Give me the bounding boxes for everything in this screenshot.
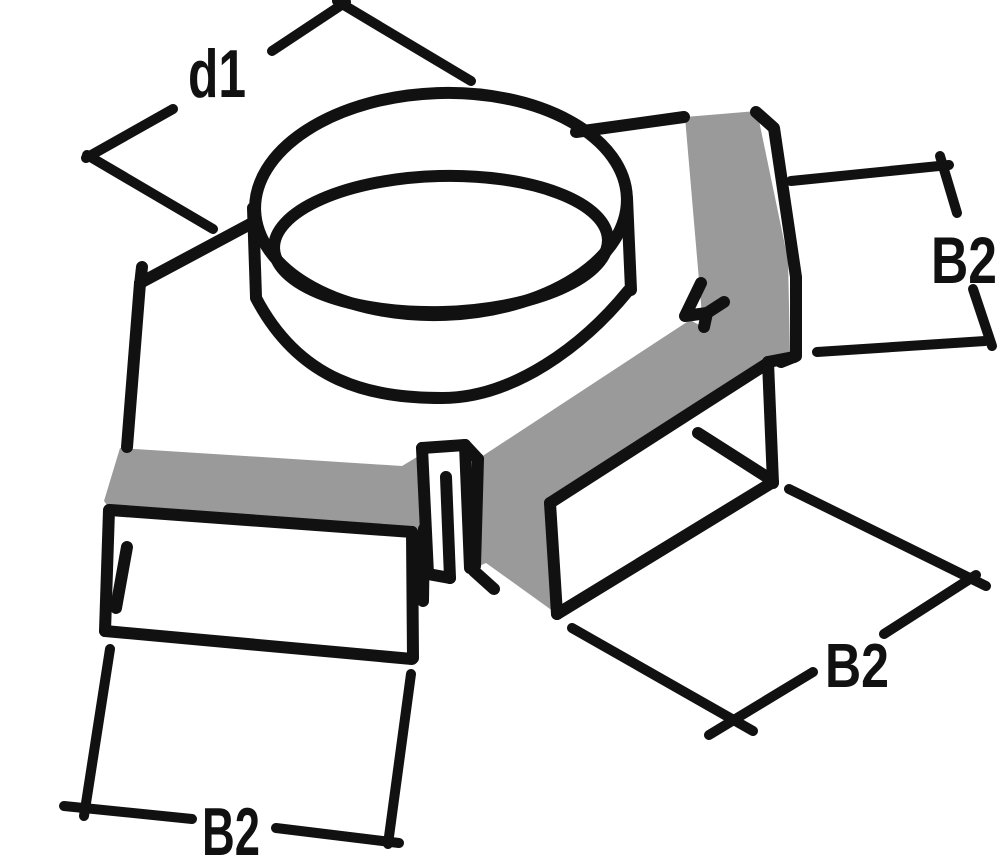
left-branch-inner-wall-edge bbox=[110, 541, 133, 614]
right-branch-shade bbox=[475, 111, 790, 614]
shaded-faces bbox=[104, 111, 790, 614]
left-branch bbox=[99, 504, 430, 665]
d1-dimension-line-a bbox=[81, 104, 178, 163]
pleat-top-edge bbox=[416, 439, 471, 454]
right-branch bbox=[544, 356, 779, 620]
b2bl-extension-line-left bbox=[79, 644, 115, 821]
right-branch-bottom-edge bbox=[551, 476, 779, 620]
pleat-bottom-edge bbox=[422, 568, 456, 584]
b2br-dimension-line-b bbox=[704, 667, 818, 740]
dimension-b2-bottom-left: B2 bbox=[59, 644, 416, 856]
b2tr-dimension-line-a bbox=[935, 151, 962, 218]
d1-label: d1 bbox=[188, 36, 246, 112]
b2tr-extension-line-upper bbox=[786, 160, 954, 186]
b2tr-dimension-line-b bbox=[968, 284, 997, 351]
center-pleat-connector bbox=[416, 439, 500, 595]
d1-dimension-line-b bbox=[267, 0, 351, 56]
b2bl-dimension-line-b bbox=[271, 823, 404, 848]
right-branch-inner-wall-edge bbox=[692, 427, 776, 485]
pleat-mid-fold bbox=[440, 471, 456, 584]
spigot-right-edge bbox=[621, 192, 637, 296]
b2-top-right-label: B2 bbox=[931, 223, 997, 297]
left-branch-top-band-shade bbox=[104, 448, 425, 610]
left-branch-right-edge bbox=[406, 526, 419, 664]
b2br-extension-line-lower bbox=[567, 623, 758, 736]
dimension-b2-top-right: B2 bbox=[786, 151, 997, 357]
left-branch-left-edge bbox=[99, 504, 115, 637]
b2bl-extension-line-right bbox=[383, 669, 416, 849]
b2tr-extension-line-lower bbox=[812, 336, 990, 357]
top-right-branch bbox=[679, 106, 802, 368]
top-right-branch-outline bbox=[750, 106, 802, 368]
plate-left-edge bbox=[121, 277, 146, 453]
right-branch-right-edge bbox=[762, 356, 779, 489]
pleat-flap-right bbox=[469, 453, 484, 572]
dimension-d1: d1 bbox=[81, 0, 476, 234]
right-branch-left-edge bbox=[544, 497, 563, 620]
dimension-b2-bottom-right: B2 bbox=[567, 484, 991, 740]
b2br-dimension-line-a bbox=[879, 570, 981, 639]
left-branch-top-edge bbox=[104, 504, 418, 538]
top-right-branch-seam-tick bbox=[701, 296, 730, 319]
spigot-inner-rim bbox=[268, 169, 614, 319]
b2br-extension-line-upper bbox=[784, 484, 991, 591]
left-branch-end-sliver-edge bbox=[417, 523, 430, 607]
top-right-branch-seam bbox=[679, 277, 713, 333]
plate-top-right-edge bbox=[570, 111, 690, 138]
plate-top-left-edge bbox=[134, 216, 260, 289]
d1-extension-line-lower bbox=[82, 150, 218, 234]
band-bottom-edge bbox=[468, 565, 500, 595]
pleat-right-edge bbox=[459, 439, 476, 574]
spigot-base-arc bbox=[250, 285, 634, 404]
b2bl-dimension-line-a bbox=[59, 801, 197, 824]
d1-extension-line-upper bbox=[332, 0, 476, 86]
right-branch-top-edge bbox=[544, 357, 774, 509]
left-branch-bottom-edge bbox=[99, 625, 418, 665]
b2-bottom-left-label: B2 bbox=[202, 794, 260, 856]
b2-bottom-right-label: B2 bbox=[825, 632, 889, 701]
